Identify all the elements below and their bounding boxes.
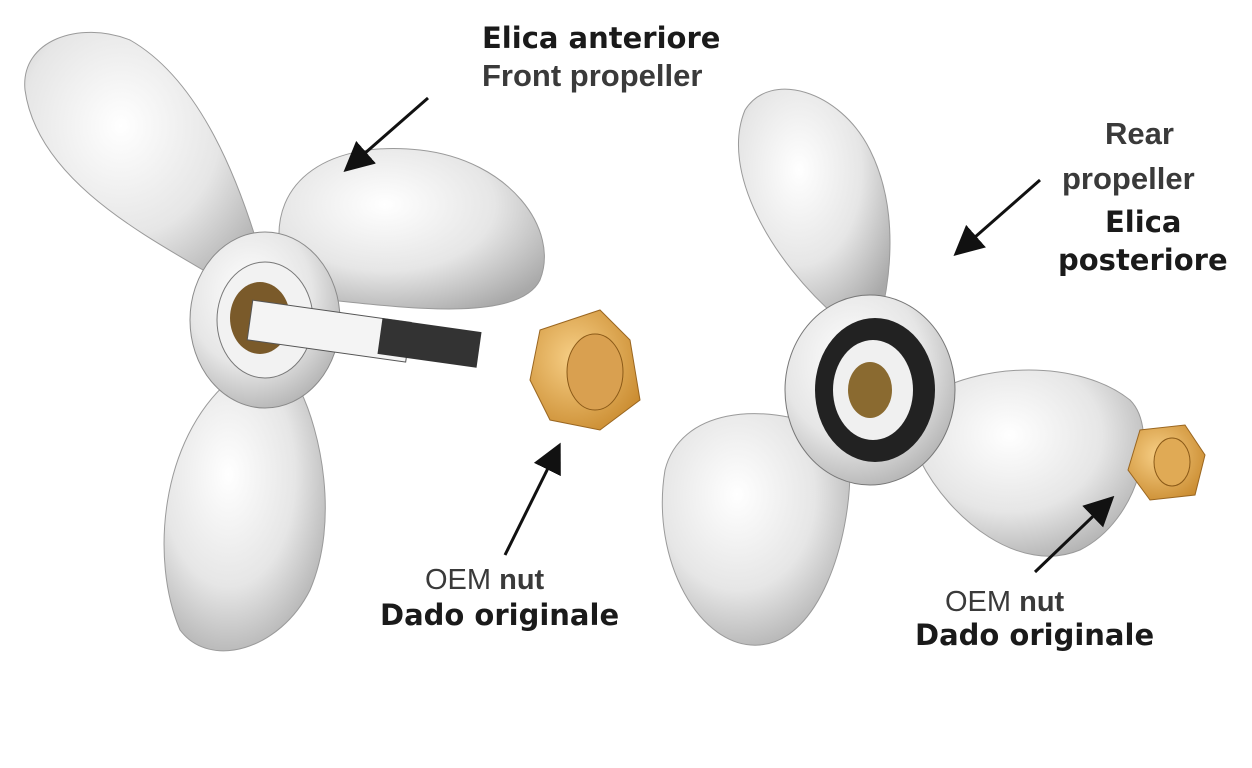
rear-nut-label-italian: Dado originale	[915, 618, 1155, 652]
rear-blade-top	[737, 88, 891, 321]
front-blade-bottom	[163, 379, 326, 652]
rear-propeller-label-italian-1: Elica	[1105, 205, 1182, 239]
rear-propeller-label-english-2: propeller	[1062, 161, 1195, 196]
front-propeller-label-english: Front propeller	[482, 58, 703, 93]
front-nut-label-italian: Dado originale	[380, 598, 620, 632]
front-propeller-label-italian: Elica anteriore	[482, 21, 721, 55]
rear-oem-nut-graphic	[1127, 424, 1206, 501]
front-blade-right	[278, 148, 545, 310]
front-propeller	[24, 31, 545, 652]
arrow-front-nut	[503, 442, 561, 556]
front-nut-label-prefix: OEM	[425, 564, 492, 596]
front-nut-label-suffix: nut	[499, 564, 545, 596]
front-oem-nut-graphic	[529, 309, 641, 431]
front-blade-top-left	[24, 31, 266, 301]
arrow-rear-nut	[1033, 495, 1115, 574]
rear-blade-bottom-left	[661, 413, 851, 646]
rear-propeller-label-english-1: Rear	[1105, 116, 1174, 151]
rear-nut-label-prefix: OEM	[945, 586, 1012, 618]
rear-nut-label-suffix: nut	[1019, 586, 1065, 618]
arrow-rear-propeller	[953, 178, 1041, 256]
rear-nut-label-english: OEM nut	[945, 588, 1064, 617]
drive-shaft	[246, 299, 482, 368]
rear-propeller-label-italian-2: posteriore	[1058, 243, 1228, 277]
arrow-front-propeller	[343, 96, 429, 172]
front-nut-label-english: OEM nut	[425, 566, 544, 595]
